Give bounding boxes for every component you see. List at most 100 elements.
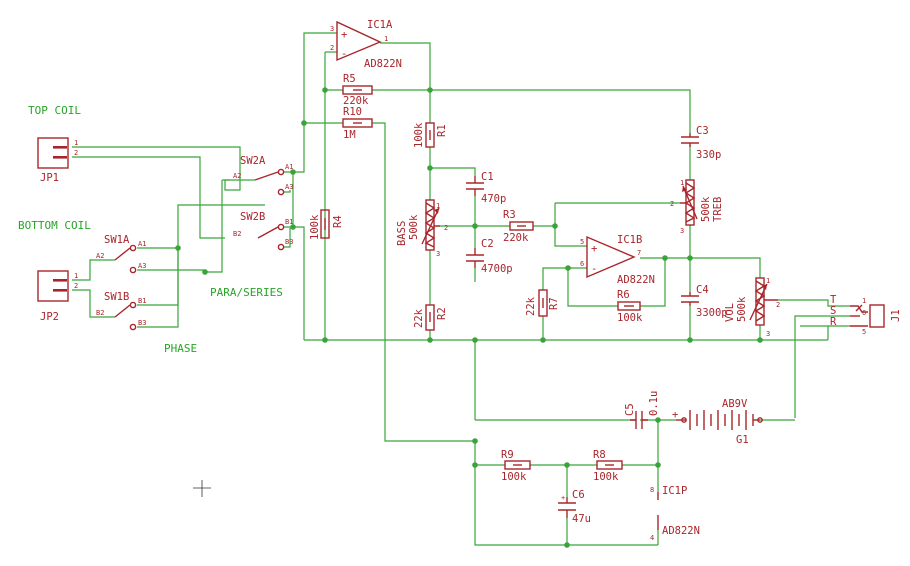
bass-pin2: 2 bbox=[444, 224, 448, 232]
resistor-r4: R4 100k bbox=[309, 209, 344, 240]
vol-value: 500k bbox=[736, 296, 748, 322]
sw1b-pin-b1: B1 bbox=[138, 297, 146, 305]
ic1b-value: AD822N bbox=[617, 274, 655, 286]
c4-value: 3300p bbox=[696, 307, 728, 319]
vol-pin2: 2 bbox=[776, 301, 780, 309]
potentiometer-bass: 1 2 3 BASS 500k bbox=[396, 199, 448, 258]
junction bbox=[202, 269, 208, 275]
r9-value: 100k bbox=[501, 471, 527, 483]
resistor-r5: R5 220k bbox=[342, 73, 373, 107]
sw1a-pin-a2: A2 bbox=[96, 252, 104, 260]
sw1a-switch: SW1A A2 A1 A3 bbox=[96, 234, 146, 274]
junction bbox=[687, 255, 693, 261]
c4-label: C4 bbox=[696, 284, 709, 296]
ic1b-opamp: + - 5 6 7 IC1B AD822N bbox=[580, 234, 655, 286]
note-phase: PHASE bbox=[164, 342, 197, 355]
plus-sign: + bbox=[591, 243, 597, 255]
sw1b-pin-b2: B2 bbox=[96, 309, 104, 317]
junction bbox=[301, 120, 307, 126]
r10-value: 1M bbox=[343, 129, 356, 141]
r2-label: R2 bbox=[436, 307, 448, 320]
sw2a-pin-a1: A1 bbox=[285, 163, 293, 171]
c1-value: 470p bbox=[481, 193, 506, 205]
r2-value: 22k bbox=[413, 308, 425, 328]
ic1p-pin8: 8 bbox=[650, 486, 654, 494]
r9-label: R9 bbox=[501, 449, 514, 461]
r7-label: R7 bbox=[548, 297, 560, 310]
junction bbox=[322, 87, 328, 93]
treb-value: 500k bbox=[700, 196, 712, 222]
ic1a-value: AD822N bbox=[364, 58, 402, 70]
sw2a-pin-a2: A2 bbox=[233, 172, 241, 180]
treb-pin3: 3 bbox=[680, 227, 684, 235]
junction bbox=[427, 87, 433, 93]
sw2a-label: SW2A bbox=[240, 155, 266, 167]
bass-value: 500k bbox=[408, 214, 420, 240]
jp2-pin1: 1 bbox=[74, 272, 78, 280]
junction bbox=[322, 337, 328, 343]
resistor-r3: R3 220k bbox=[503, 209, 534, 244]
resistor-r1: R1 100k bbox=[413, 122, 448, 148]
c2-value: 4700p bbox=[481, 263, 513, 275]
bass-label: BASS bbox=[396, 221, 408, 246]
g1-plus: + bbox=[672, 409, 678, 421]
note-para-series: PARA/SERIES bbox=[210, 286, 283, 299]
ic1b-pin6: 6 bbox=[580, 260, 584, 268]
c5-value: 0.1u bbox=[648, 391, 660, 416]
junction bbox=[427, 337, 433, 343]
sw1b-switch: SW1B B2 B1 B3 bbox=[96, 291, 146, 331]
capacitor-c5: C5 0.1u bbox=[624, 391, 660, 429]
c3-value: 330p bbox=[696, 149, 721, 161]
r5-value: 220k bbox=[343, 95, 369, 107]
resistor-r7: R7 22k bbox=[525, 289, 560, 317]
jp2-pin2: 2 bbox=[74, 282, 78, 290]
resistor-r6: R6 100k bbox=[617, 289, 643, 324]
junction bbox=[290, 169, 296, 175]
sw1b-label: SW1B bbox=[104, 291, 129, 303]
junction bbox=[472, 462, 478, 468]
ic1a-opamp: + - 3 2 1 IC1A AD822N bbox=[330, 19, 402, 70]
ic1a-label: IC1A bbox=[367, 19, 393, 31]
sw1a-pin-a3: A3 bbox=[138, 262, 146, 270]
note-top-coil: TOP COIL bbox=[28, 104, 81, 117]
r1-label: R1 bbox=[436, 124, 448, 137]
junction bbox=[472, 337, 478, 343]
r8-value: 100k bbox=[593, 471, 619, 483]
note-bottom-coil: BOTTOM COIL bbox=[18, 219, 91, 232]
sw2b-switch: SW2B B2 B1 B3 bbox=[233, 211, 293, 251]
ic1a-pin2: 2 bbox=[330, 44, 334, 52]
c5-label: C5 bbox=[624, 403, 636, 416]
r10-label: R10 bbox=[343, 106, 362, 118]
jp2-connector: 1 2 JP2 bbox=[37, 270, 78, 323]
resistor-r8: R8 100k bbox=[593, 449, 623, 483]
junction-dots bbox=[175, 87, 763, 548]
ic1a-pin1: 1 bbox=[384, 35, 388, 43]
vol-label: VOL bbox=[724, 303, 736, 322]
ic1p-label: IC1P bbox=[662, 485, 687, 497]
bass-pin1: 1 bbox=[436, 202, 440, 210]
sw2a-pin-a3: A3 bbox=[285, 183, 293, 191]
j1-pin-r: R bbox=[830, 316, 837, 328]
j1-pin1: 1 bbox=[862, 297, 866, 305]
potentiometer-treb: 1 2 3 500k TREB bbox=[670, 179, 724, 235]
plus-sign: + bbox=[341, 29, 347, 41]
junction bbox=[472, 223, 478, 229]
treb-pin2: 2 bbox=[670, 200, 674, 208]
c3-label: C3 bbox=[696, 125, 709, 137]
c6-value: 47u bbox=[572, 513, 591, 525]
r4-label: R4 bbox=[332, 215, 344, 228]
c6-label: C6 bbox=[572, 489, 585, 501]
junction bbox=[175, 245, 181, 251]
resistor-r2: R2 22k bbox=[413, 304, 448, 331]
jp1-pin2: 2 bbox=[74, 149, 78, 157]
junction bbox=[655, 417, 661, 423]
r7-value: 22k bbox=[525, 296, 537, 316]
battery-g1: + AB9V G1 bbox=[672, 398, 763, 446]
junction bbox=[687, 337, 693, 343]
sw2b-pin-b1: B1 bbox=[285, 218, 293, 226]
capacitor-c2: C2 4700p bbox=[466, 238, 513, 275]
c2-label: C2 bbox=[481, 238, 494, 250]
jp1-label: JP1 bbox=[40, 172, 59, 184]
junction bbox=[540, 337, 546, 343]
g1-value: AB9V bbox=[722, 398, 748, 410]
